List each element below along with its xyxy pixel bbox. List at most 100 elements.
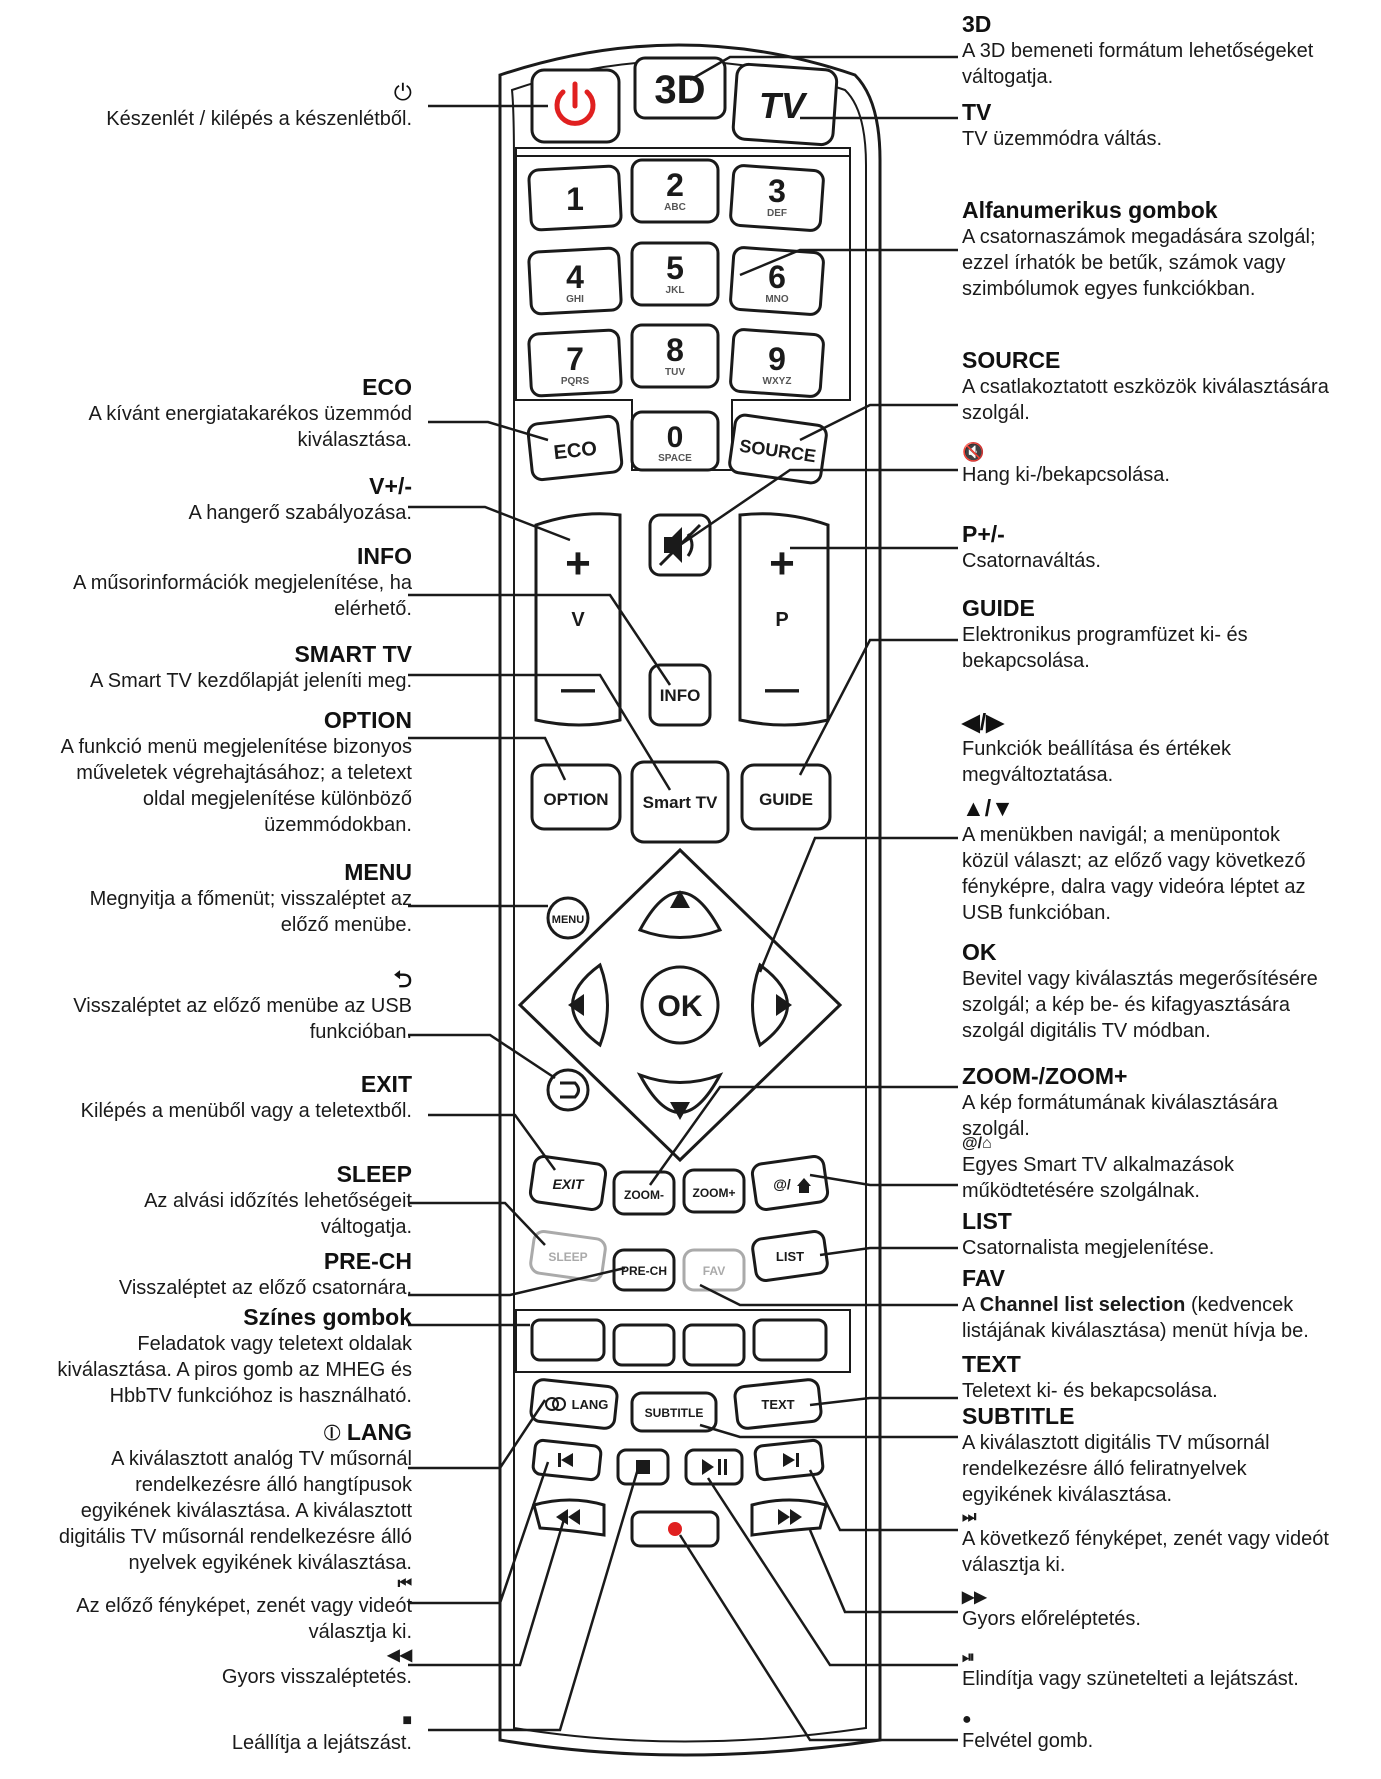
number-8-button[interactable]: 8 TUV (630, 323, 720, 389)
svg-text:OPTION: OPTION (543, 790, 608, 809)
svg-text:LANG: LANG (572, 1397, 609, 1412)
previous-button[interactable] (531, 1438, 603, 1482)
yellow-key[interactable] (682, 1323, 746, 1367)
sleep-button[interactable]: SLEEP (529, 1229, 607, 1283)
blue-key[interactable] (752, 1318, 828, 1362)
mute-symbol-icon: 🔇 (962, 442, 985, 462)
svg-text:WXYZ: WXYZ (763, 376, 792, 387)
guide-button[interactable]: GUIDE (740, 763, 832, 831)
zoom-plus-button[interactable]: ZOOM+ (682, 1168, 746, 1214)
annotation-info: INFO A műsorinformációk megjelenítése, h… (72, 543, 412, 620)
svg-text:4: 4 (566, 259, 584, 295)
annotation-list: LIST Csatornalista megjelenítése. (962, 1208, 1215, 1259)
green-key[interactable] (612, 1323, 676, 1367)
annotation-lang: ⦶ LANG A kiválasztott analóg TV műsornál… (58, 1419, 412, 1574)
down-arrow-button[interactable] (636, 1072, 724, 1120)
svg-text:ZOOM+: ZOOM+ (692, 1186, 735, 1200)
annotation-text: TEXT Teletext ki- és bekapcsolása. (962, 1351, 1218, 1402)
fav-button[interactable]: FAV (682, 1248, 746, 1292)
number-7-button[interactable]: 7 PQRS (527, 328, 623, 398)
annotation-source: SOURCE A csatlakoztatott eszközök kivála… (962, 347, 1329, 424)
number-4-button[interactable]: 4 GHI (527, 246, 623, 316)
back-symbol-icon: ⮌ (393, 966, 412, 992)
tv-button-label: TV (759, 85, 808, 126)
svg-text:LIST: LIST (776, 1249, 804, 1264)
number-5-button[interactable]: 5 JKL (630, 241, 720, 307)
program-down[interactable]: — (765, 670, 799, 708)
annotation-color-keys: Színes gombok Feladatok vagy teletext ol… (57, 1304, 412, 1407)
skip-next-symbol-icon: ⏭ (962, 1509, 977, 1526)
ok-button[interactable]: OK (640, 965, 720, 1045)
power-symbol-icon: ⏻ (393, 79, 412, 105)
exit-button[interactable]: EXIT (528, 1155, 608, 1211)
svg-text:TEXT: TEXT (761, 1397, 794, 1412)
dual-circle-icon: ⦶ (323, 1419, 347, 1445)
svg-text:V: V (571, 609, 585, 631)
next-button[interactable] (753, 1438, 825, 1482)
skip-next-icon (783, 1453, 799, 1467)
option-button[interactable]: OPTION (530, 763, 622, 831)
play-pause-icon (702, 1459, 727, 1475)
volume-rocker[interactable]: + V — (534, 512, 622, 727)
right-arrow-button[interactable] (751, 962, 793, 1048)
svg-text:TUV: TUV (665, 367, 685, 378)
volume-down[interactable]: — (561, 670, 595, 708)
record-button[interactable] (630, 1510, 720, 1548)
number-3-button[interactable]: 3 DEF (729, 164, 825, 232)
power-button[interactable] (530, 68, 621, 144)
svg-text:JKL: JKL (666, 285, 685, 296)
pre-ch-button[interactable]: PRE-CH (612, 1248, 676, 1292)
fast-forward-icon (778, 1509, 802, 1525)
annotation-back: ⮌ Visszaléptet az előző menübe az USB fu… (20, 965, 412, 1045)
smart-tv-button[interactable]: Smart TV (630, 760, 730, 844)
record-icon (668, 1522, 682, 1536)
number-6-button[interactable]: 6 MNO (729, 246, 825, 316)
fast-forward-button[interactable] (750, 1498, 828, 1537)
annotation-previous: ⏮ Az előző fényképet, zenét vagy videót … (20, 1575, 412, 1645)
annotation-pre-ch: PRE-CH Visszaléptet az előző csatornára. (118, 1248, 412, 1299)
left-arrow-button[interactable] (568, 962, 609, 1048)
tv-button[interactable]: TV (731, 62, 839, 147)
subtitle-button[interactable]: SUBTITLE (630, 1391, 718, 1433)
annotation-next: ⏭ A következő fényképet, zenét vagy vide… (962, 1510, 1377, 1578)
svg-text:6: 6 (768, 259, 786, 295)
source-button[interactable]: SOURCE (728, 413, 828, 485)
number-2-button[interactable]: 2 ABC (630, 158, 720, 224)
skip-previous-icon (558, 1453, 573, 1467)
text-button[interactable]: TEXT (733, 1378, 823, 1430)
svg-text:DEF: DEF (767, 208, 787, 219)
svg-text:Smart TV: Smart TV (643, 793, 718, 812)
svg-text:SPACE: SPACE (658, 453, 692, 464)
annotation-sleep: SLEEP Az alvási időzítés lehetőségeit vá… (144, 1161, 412, 1238)
list-button[interactable]: LIST (751, 1229, 829, 1283)
svg-text:ECO: ECO (553, 438, 598, 464)
annotation-subtitle: SUBTITLE A kiválasztott digitális TV műs… (962, 1403, 1270, 1506)
red-key[interactable] (530, 1318, 606, 1362)
annotation-alphanumeric: Alfanumerikus gombok A csatornaszámok me… (962, 197, 1316, 300)
lang-button[interactable]: LANG (529, 1378, 619, 1430)
svg-text:MENU: MENU (552, 914, 584, 926)
menu-button[interactable]: MENU (546, 896, 590, 940)
annotation-ok: OK Bevitel vagy kiválasztás megerősítésé… (962, 939, 1318, 1042)
annotation-stop: ■ Leállítja a lejátszást. (20, 1712, 412, 1756)
back-button[interactable] (546, 1068, 590, 1112)
eco-button[interactable]: ECO (526, 414, 624, 482)
back-arrow-icon (560, 1081, 580, 1099)
volume-up[interactable]: + (565, 539, 591, 588)
rewind-button[interactable] (532, 1498, 606, 1537)
svg-text:PQRS: PQRS (561, 376, 590, 387)
annotation-exit: EXIT Kilépés a menüből vagy a teletextbő… (80, 1071, 412, 1122)
number-0-button[interactable]: 0 SPACE (630, 410, 720, 472)
up-arrow-button[interactable] (637, 890, 723, 939)
play-pause-button[interactable] (684, 1448, 744, 1486)
rewind-symbol-icon: ◀◀ (387, 1647, 412, 1664)
annotation-rewind: ◀◀ Gyors visszaléptetés. (20, 1648, 412, 1690)
stop-button[interactable] (616, 1448, 670, 1486)
zoom-minus-button[interactable]: ZOOM- (612, 1170, 676, 1216)
number-9-button[interactable]: 9 WXYZ (729, 328, 825, 398)
info-button[interactable]: INFO (648, 663, 712, 727)
number-1-button[interactable]: 1 (527, 164, 623, 232)
program-rocker[interactable]: + P — (738, 512, 830, 727)
svg-text:0: 0 (667, 421, 684, 454)
svg-text:2: 2 (666, 167, 684, 203)
